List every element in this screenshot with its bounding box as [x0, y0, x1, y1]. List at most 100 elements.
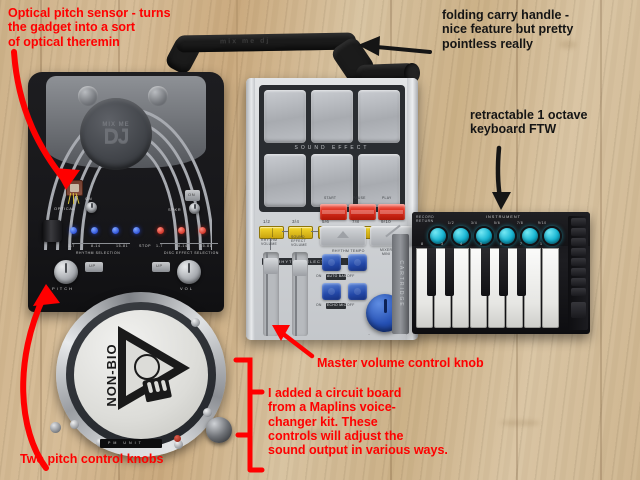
- spkr-knob[interactable]: [189, 203, 200, 214]
- pitch-knob[interactable]: [54, 260, 78, 284]
- record-return-label: RECORD RETURN: [416, 215, 435, 223]
- yellow-button-label: 7/8: [352, 219, 360, 224]
- auto-bass-button-right[interactable]: [348, 254, 367, 271]
- range-label-left-1: 1-7: [68, 244, 75, 248]
- optical-pitch-sensor[interactable]: [66, 180, 83, 196]
- led-indicator: [112, 227, 119, 234]
- white-key[interactable]: [452, 248, 469, 328]
- console-left-rail: [246, 78, 255, 340]
- instrument-button[interactable]: [542, 226, 562, 246]
- auto-bass-toggle-row[interactable]: ON AUTO BASS OFF: [316, 274, 356, 280]
- instrument-button[interactable]: [428, 226, 448, 246]
- retractable-keyboard: RECORD RETURN INSTRUMENT 1/2 3/4 5/6 7/8…: [412, 212, 590, 334]
- turntable-platter[interactable]: NON-BIO PM UNIT: [50, 292, 232, 457]
- key-number-label: 6: [500, 242, 503, 246]
- transport-label: PAUSE: [353, 196, 366, 200]
- side-pitch-knob[interactable]: [42, 220, 62, 242]
- toggle-off-label: OFF: [347, 303, 355, 307]
- annotation-retractable-keyboard: retractable 1 octave keyboard FTW: [470, 108, 588, 137]
- annotation-master-volume: Master volume control knob: [317, 356, 484, 370]
- range-label-right-1: 1-7: [156, 244, 163, 248]
- rhythm-selection-label: RHYTHM SELECTION: [76, 251, 121, 255]
- white-key[interactable]: [542, 248, 559, 328]
- speaker-right-icon: [148, 86, 168, 106]
- echo-mic-toggle-row[interactable]: ON ECHO MIC OFF: [316, 303, 356, 309]
- echo-mic-button-right[interactable]: [348, 283, 367, 300]
- kb-range-label: 7/8: [517, 221, 524, 225]
- on-right-label: ON: [188, 192, 196, 197]
- up-left-label: UP: [89, 263, 96, 268]
- sensor-lens-icon: [70, 184, 79, 192]
- yellow-button-label: 1/2: [263, 219, 271, 224]
- black-key[interactable]: [517, 248, 526, 296]
- black-key[interactable]: [427, 248, 436, 296]
- sound-effect-label: SOUND EFFECT: [294, 145, 370, 151]
- key-number-label: 1: [540, 242, 543, 246]
- toggle-on-label: ON: [316, 303, 322, 307]
- black-key[interactable]: [481, 248, 490, 296]
- rhythm-volume-slider[interactable]: [263, 252, 279, 336]
- disc-effect-selection-label: DISC EFFECT SELECTION: [164, 251, 219, 255]
- instrument-button[interactable]: [474, 226, 494, 246]
- instrument-button[interactable]: [520, 226, 540, 246]
- yellow-button-label: 9/10: [381, 219, 391, 224]
- sound-effect-pad[interactable]: [264, 90, 306, 143]
- sound-effect-console: SOUND EFFECT 1/2 3/4 5/6 7/8 9/10 RHYTHM…: [246, 78, 418, 340]
- range-label-right-3: 15-81: [200, 244, 213, 248]
- up-left-button[interactable]: [85, 262, 103, 272]
- pm-unit-strip: PM UNIT: [100, 439, 162, 448]
- black-key[interactable]: [445, 248, 454, 296]
- instrument-button[interactable]: [451, 226, 471, 246]
- led-indicator: [157, 227, 164, 234]
- play-button[interactable]: [378, 204, 405, 220]
- keyboard-top-panel: RECORD RETURN INSTRUMENT 1/2 3/4 5/6 7/8…: [412, 212, 590, 246]
- yellow-select-button[interactable]: [288, 226, 313, 239]
- auto-bass-button-left[interactable]: [322, 254, 341, 271]
- kb-range-label: 9/10: [538, 221, 547, 225]
- on-right-button[interactable]: [185, 190, 200, 201]
- circle-icon: [134, 354, 160, 380]
- sound-effect-pad[interactable]: [311, 90, 353, 143]
- range-label-right-2: 8-14: [178, 244, 188, 248]
- sound-effect-pad[interactable]: [358, 90, 400, 143]
- sound-effect-pad[interactable]: [264, 154, 306, 207]
- transport-label: START: [324, 196, 337, 200]
- echo-mic-button-left[interactable]: [322, 283, 341, 300]
- yellow-select-button[interactable]: [259, 226, 284, 239]
- turntable-deck: MIX ME DJ OPTICAL ON SPKR ON 1-7 8-14 15…: [28, 72, 224, 312]
- keyboard-slide-grip[interactable]: [568, 216, 588, 330]
- rhythm-volume-label: RHYTHM VOLUME: [261, 238, 278, 246]
- sound-effect-pad[interactable]: [358, 154, 400, 207]
- range-label-left-3: 15-81: [116, 244, 129, 248]
- white-key[interactable]: [524, 248, 541, 328]
- annotation-optical-pitch-sensor: Optical pitch sensor - turns the gadget …: [8, 6, 171, 49]
- black-key[interactable]: [499, 248, 508, 296]
- pitch-control-knob-left[interactable]: [50, 422, 61, 433]
- on-left-knob[interactable]: [86, 202, 97, 213]
- folding-carry-handle[interactable]: mix me dj: [163, 28, 420, 85]
- kb-range-label: 3/4: [471, 221, 478, 225]
- pitch-control-knob-right[interactable]: [206, 417, 232, 443]
- pitch-label: PITCH: [52, 286, 74, 291]
- toggle-on-label: ON: [316, 274, 322, 278]
- sound-effect-volume-slider[interactable]: [292, 252, 308, 336]
- tempo-up-button[interactable]: [320, 226, 366, 246]
- annotation-circuit-board: I added a circuit board from a Maplins v…: [268, 386, 448, 457]
- up-right-button[interactable]: [152, 262, 170, 272]
- vol-label: VOL: [180, 286, 195, 291]
- platter-bolt: [203, 408, 212, 417]
- kb-range-label: 1/2: [448, 221, 455, 225]
- sound-effect-pad-grid: SOUND EFFECT: [259, 85, 405, 212]
- instrument-button[interactable]: [497, 226, 517, 246]
- vol-knob[interactable]: [177, 260, 201, 284]
- instrument-label: INSTRUMENT: [486, 215, 521, 219]
- key-number-label: 3: [441, 242, 444, 246]
- platter-bolt: [70, 420, 79, 429]
- on-left-label: ON: [85, 196, 93, 201]
- pause-button[interactable]: [349, 204, 376, 220]
- logo-top-text: MIX ME: [102, 121, 130, 128]
- start-stop-button[interactable]: [320, 204, 347, 220]
- sound-effect-pad[interactable]: [311, 154, 353, 207]
- cartridge-slot[interactable]: CARTRIDGE: [392, 234, 409, 334]
- toggle-name-label: ECHO MIC: [327, 303, 347, 307]
